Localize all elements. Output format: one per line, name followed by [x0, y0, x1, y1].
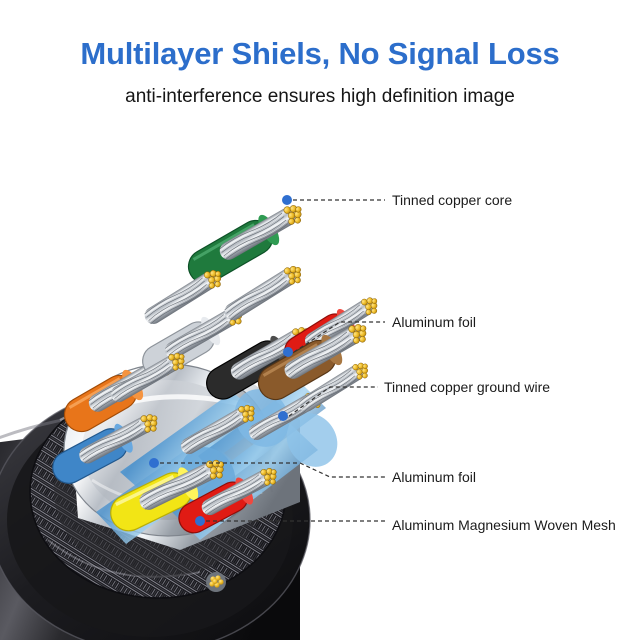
anchor-dot-woven-mesh: [195, 516, 205, 526]
leader-line-aluminum-foil-lower: [160, 462, 385, 478]
page-subtitle: anti-interference ensures high definitio…: [125, 86, 515, 107]
conductor-lightblue: [52, 409, 163, 484]
callout-label-tinned-copper-ground-wire: Tinned copper ground wire: [384, 379, 551, 395]
inner-conductor-bundle: [52, 200, 383, 592]
leader-line-aluminum-foil-upper: [293, 321, 385, 353]
header: Multilayer Shiels, No Signal Loss anti-i…: [0, 0, 640, 106]
cable-illustration: [0, 120, 640, 640]
anchor-dot-aluminum-foil-lower: [149, 458, 159, 468]
conductor-brown: [257, 319, 373, 401]
conductor-yellow: [110, 455, 230, 532]
callout-label-aluminum-magnesium-woven-mesh: Aluminum Magnesium Woven Mesh: [392, 517, 616, 533]
anchor-dot-tinned-copper-ground-wire: [278, 411, 288, 421]
page-title: Multilayer Shiels, No Signal Loss: [80, 36, 560, 71]
anchor-dot-tinned-copper-core: [282, 195, 292, 205]
callout-label-aluminum-foil-lower: Aluminum foil: [392, 469, 477, 485]
anchor-dot-aluminum-foil-upper: [283, 347, 293, 357]
callout-label-aluminum-foil-upper: Aluminum foil: [392, 314, 477, 330]
leader-line-tinned-copper-ground-wire: [288, 386, 378, 417]
conductor-green: [187, 200, 308, 285]
callout-label-tinned-copper-core: Tinned copper core: [392, 192, 513, 208]
leader-anchor-dots: [149, 195, 293, 526]
tinned-copper-ground-wire-tip: [206, 572, 226, 592]
